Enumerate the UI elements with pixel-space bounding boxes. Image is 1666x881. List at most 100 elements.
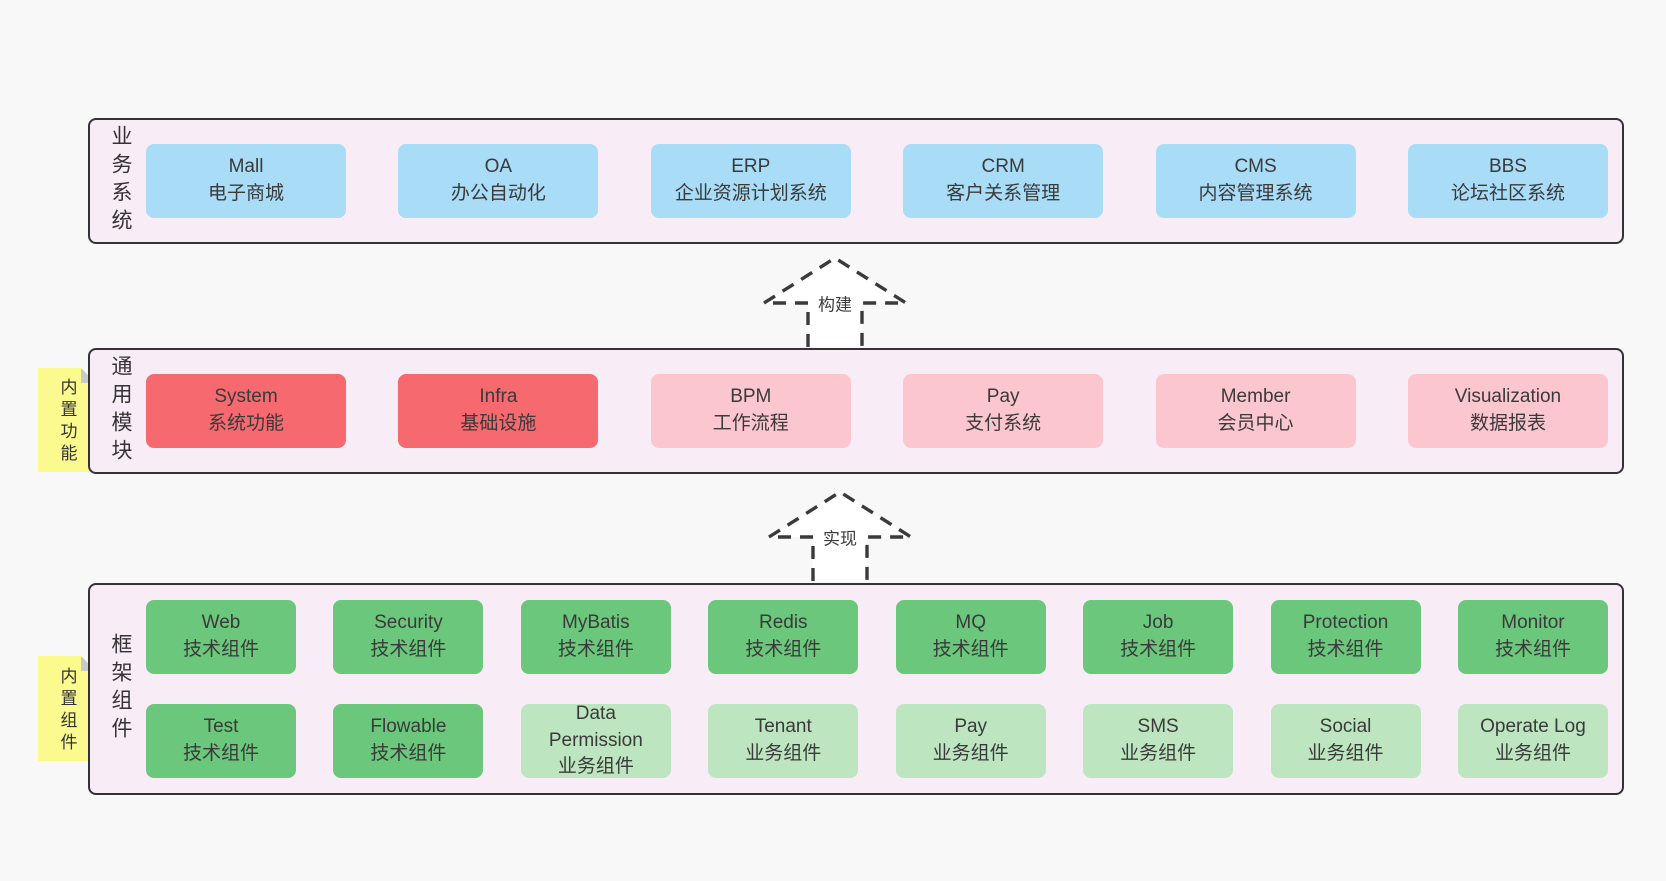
component-desc: 业务组件 <box>932 743 1009 764</box>
module-name: Mall <box>228 156 264 178</box>
component-desc: 业务组件 <box>557 756 634 778</box>
module-desc: 基础设施 <box>460 413 537 434</box>
component-desc: 业务组件 <box>1120 743 1197 764</box>
component-box-job: Job 技术组件 <box>1083 600 1234 674</box>
module-box-infra: Infra 基础设施 <box>398 374 599 448</box>
component-desc: 技术组件 <box>1120 639 1197 660</box>
component-desc: 业务组件 <box>1494 743 1571 764</box>
component-box-operate-log: Operate Log 业务组件 <box>1457 704 1608 778</box>
component-box-web: Web 技术组件 <box>146 600 296 674</box>
component-desc: 业务组件 <box>1307 743 1384 764</box>
component-desc: 技术组件 <box>182 743 259 764</box>
band-framework-components: 框架组件 Web 技术组件 Security 技术组件 MyBatis 技术组件… <box>88 583 1624 795</box>
component-name: Tenant <box>754 716 812 738</box>
module-box-cms: CMS 内容管理系统 <box>1155 144 1356 218</box>
component-box-mq: MQ 技术组件 <box>895 600 1046 674</box>
module-box-system: System 系统功能 <box>146 374 346 448</box>
component-desc: 技术组件 <box>370 743 447 764</box>
component-box-test: Test 技术组件 <box>146 704 296 778</box>
module-desc: 支付系统 <box>965 413 1042 434</box>
component-name: Operate Log <box>1480 716 1586 738</box>
component-box-pay: Pay 业务组件 <box>895 704 1046 778</box>
module-box-member: Member 会员中心 <box>1155 374 1356 448</box>
component-desc: 业务组件 <box>745 743 822 764</box>
band-business-systems: 业务系统 Mall 电子商城 OA 办公自动化 ERP 企业资源计划系统 CRM… <box>88 118 1624 244</box>
module-name: Member <box>1220 386 1291 408</box>
sticky-note-label: 内置功能 <box>57 378 77 467</box>
module-desc: 工作流程 <box>712 413 789 434</box>
component-name: Flowable <box>370 716 447 738</box>
module-name: BPM <box>730 386 772 408</box>
framework-row-2: Test 技术组件 Flowable 技术组件 Data Permission … <box>146 703 1608 778</box>
component-name: SMS <box>1137 716 1179 738</box>
module-name: CMS <box>1234 156 1277 178</box>
sticky-note-label: 内置组件 <box>57 666 77 755</box>
band-title: 框架组件 <box>109 633 132 745</box>
framework-row-1: Web 技术组件 Security 技术组件 MyBatis 技术组件 Redi… <box>146 600 1608 674</box>
module-desc: 客户关系管理 <box>946 183 1061 204</box>
component-name: Security <box>374 612 443 634</box>
module-desc: 会员中心 <box>1217 413 1294 434</box>
business-systems-row: Mall 电子商城 OA 办公自动化 ERP 企业资源计划系统 CRM 客户关系… <box>146 120 1608 242</box>
component-name: Social <box>1319 716 1372 738</box>
module-box-visualization: Visualization 数据报表 <box>1407 374 1608 448</box>
component-desc: 技术组件 <box>182 639 259 660</box>
module-box-oa: OA 办公自动化 <box>398 144 599 218</box>
module-desc: 企业资源计划系统 <box>674 183 827 204</box>
component-box-protection: Protection 技术组件 <box>1270 600 1421 674</box>
common-modules-row: System 系统功能 Infra 基础设施 BPM 工作流程 Pay 支付系统… <box>146 350 1608 472</box>
component-name: Protection <box>1302 612 1389 634</box>
module-name: System <box>214 386 278 408</box>
module-name: BBS <box>1488 156 1527 178</box>
sticky-note-built-in-features: 内置功能 <box>38 368 96 472</box>
module-desc: 电子商城 <box>207 183 284 204</box>
module-desc: 数据报表 <box>1469 413 1546 434</box>
component-box-security: Security 技术组件 <box>333 600 484 674</box>
component-desc: 技术组件 <box>557 639 634 660</box>
component-name: MyBatis <box>562 612 630 634</box>
component-name: Test <box>203 716 239 738</box>
module-box-crm: CRM 客户关系管理 <box>903 144 1104 218</box>
component-name: Redis <box>758 612 808 634</box>
module-desc: 系统功能 <box>207 413 284 434</box>
band-common-modules: 通用模块 System 系统功能 Infra 基础设施 BPM 工作流程 Pay… <box>88 348 1624 474</box>
component-box-tenant: Tenant 业务组件 <box>708 704 859 778</box>
module-name: Visualization <box>1454 386 1562 408</box>
module-desc: 论坛社区系统 <box>1450 183 1565 204</box>
component-desc: 技术组件 <box>1307 639 1384 660</box>
component-desc: 技术组件 <box>745 639 822 660</box>
component-name: Monitor <box>1501 612 1565 634</box>
arrow-label: 构建 <box>815 289 855 317</box>
component-box-flowable: Flowable 技术组件 <box>333 704 484 778</box>
component-name: MQ <box>955 612 986 634</box>
module-name: Infra <box>479 386 518 408</box>
arrow-label: 实现 <box>820 523 860 551</box>
implement-arrow: 实现 <box>765 489 915 581</box>
module-box-mall: Mall 电子商城 <box>146 144 346 218</box>
component-box-mybatis: MyBatis 技术组件 <box>520 600 671 674</box>
module-name: CRM <box>981 156 1025 178</box>
component-desc: 技术组件 <box>370 639 447 660</box>
module-box-bpm: BPM 工作流程 <box>650 374 851 448</box>
module-name: Pay <box>986 386 1020 408</box>
component-name: Pay <box>954 716 988 738</box>
module-desc: 内容管理系统 <box>1198 183 1313 204</box>
module-name: ERP <box>731 156 771 178</box>
module-box-erp: ERP 企业资源计划系统 <box>650 144 851 218</box>
component-name: Data Permission <box>548 703 643 751</box>
band-title: 业务系统 <box>109 125 132 237</box>
module-desc: 办公自动化 <box>450 183 546 204</box>
component-name: Job <box>1142 612 1174 634</box>
component-box-social: Social 业务组件 <box>1270 704 1421 778</box>
band-title: 通用模块 <box>109 355 132 467</box>
module-box-bbs: BBS 论坛社区系统 <box>1407 144 1608 218</box>
component-box-sms: SMS 业务组件 <box>1083 704 1234 778</box>
component-box-redis: Redis 技术组件 <box>708 600 859 674</box>
build-arrow: 构建 <box>760 255 910 347</box>
component-box-data-permission: Data Permission 业务组件 <box>520 703 671 778</box>
framework-components-rows: Web 技术组件 Security 技术组件 MyBatis 技术组件 Redi… <box>146 585 1608 793</box>
component-box-monitor: Monitor 技术组件 <box>1457 600 1608 674</box>
module-box-pay: Pay 支付系统 <box>903 374 1104 448</box>
component-name: Web <box>201 612 241 634</box>
